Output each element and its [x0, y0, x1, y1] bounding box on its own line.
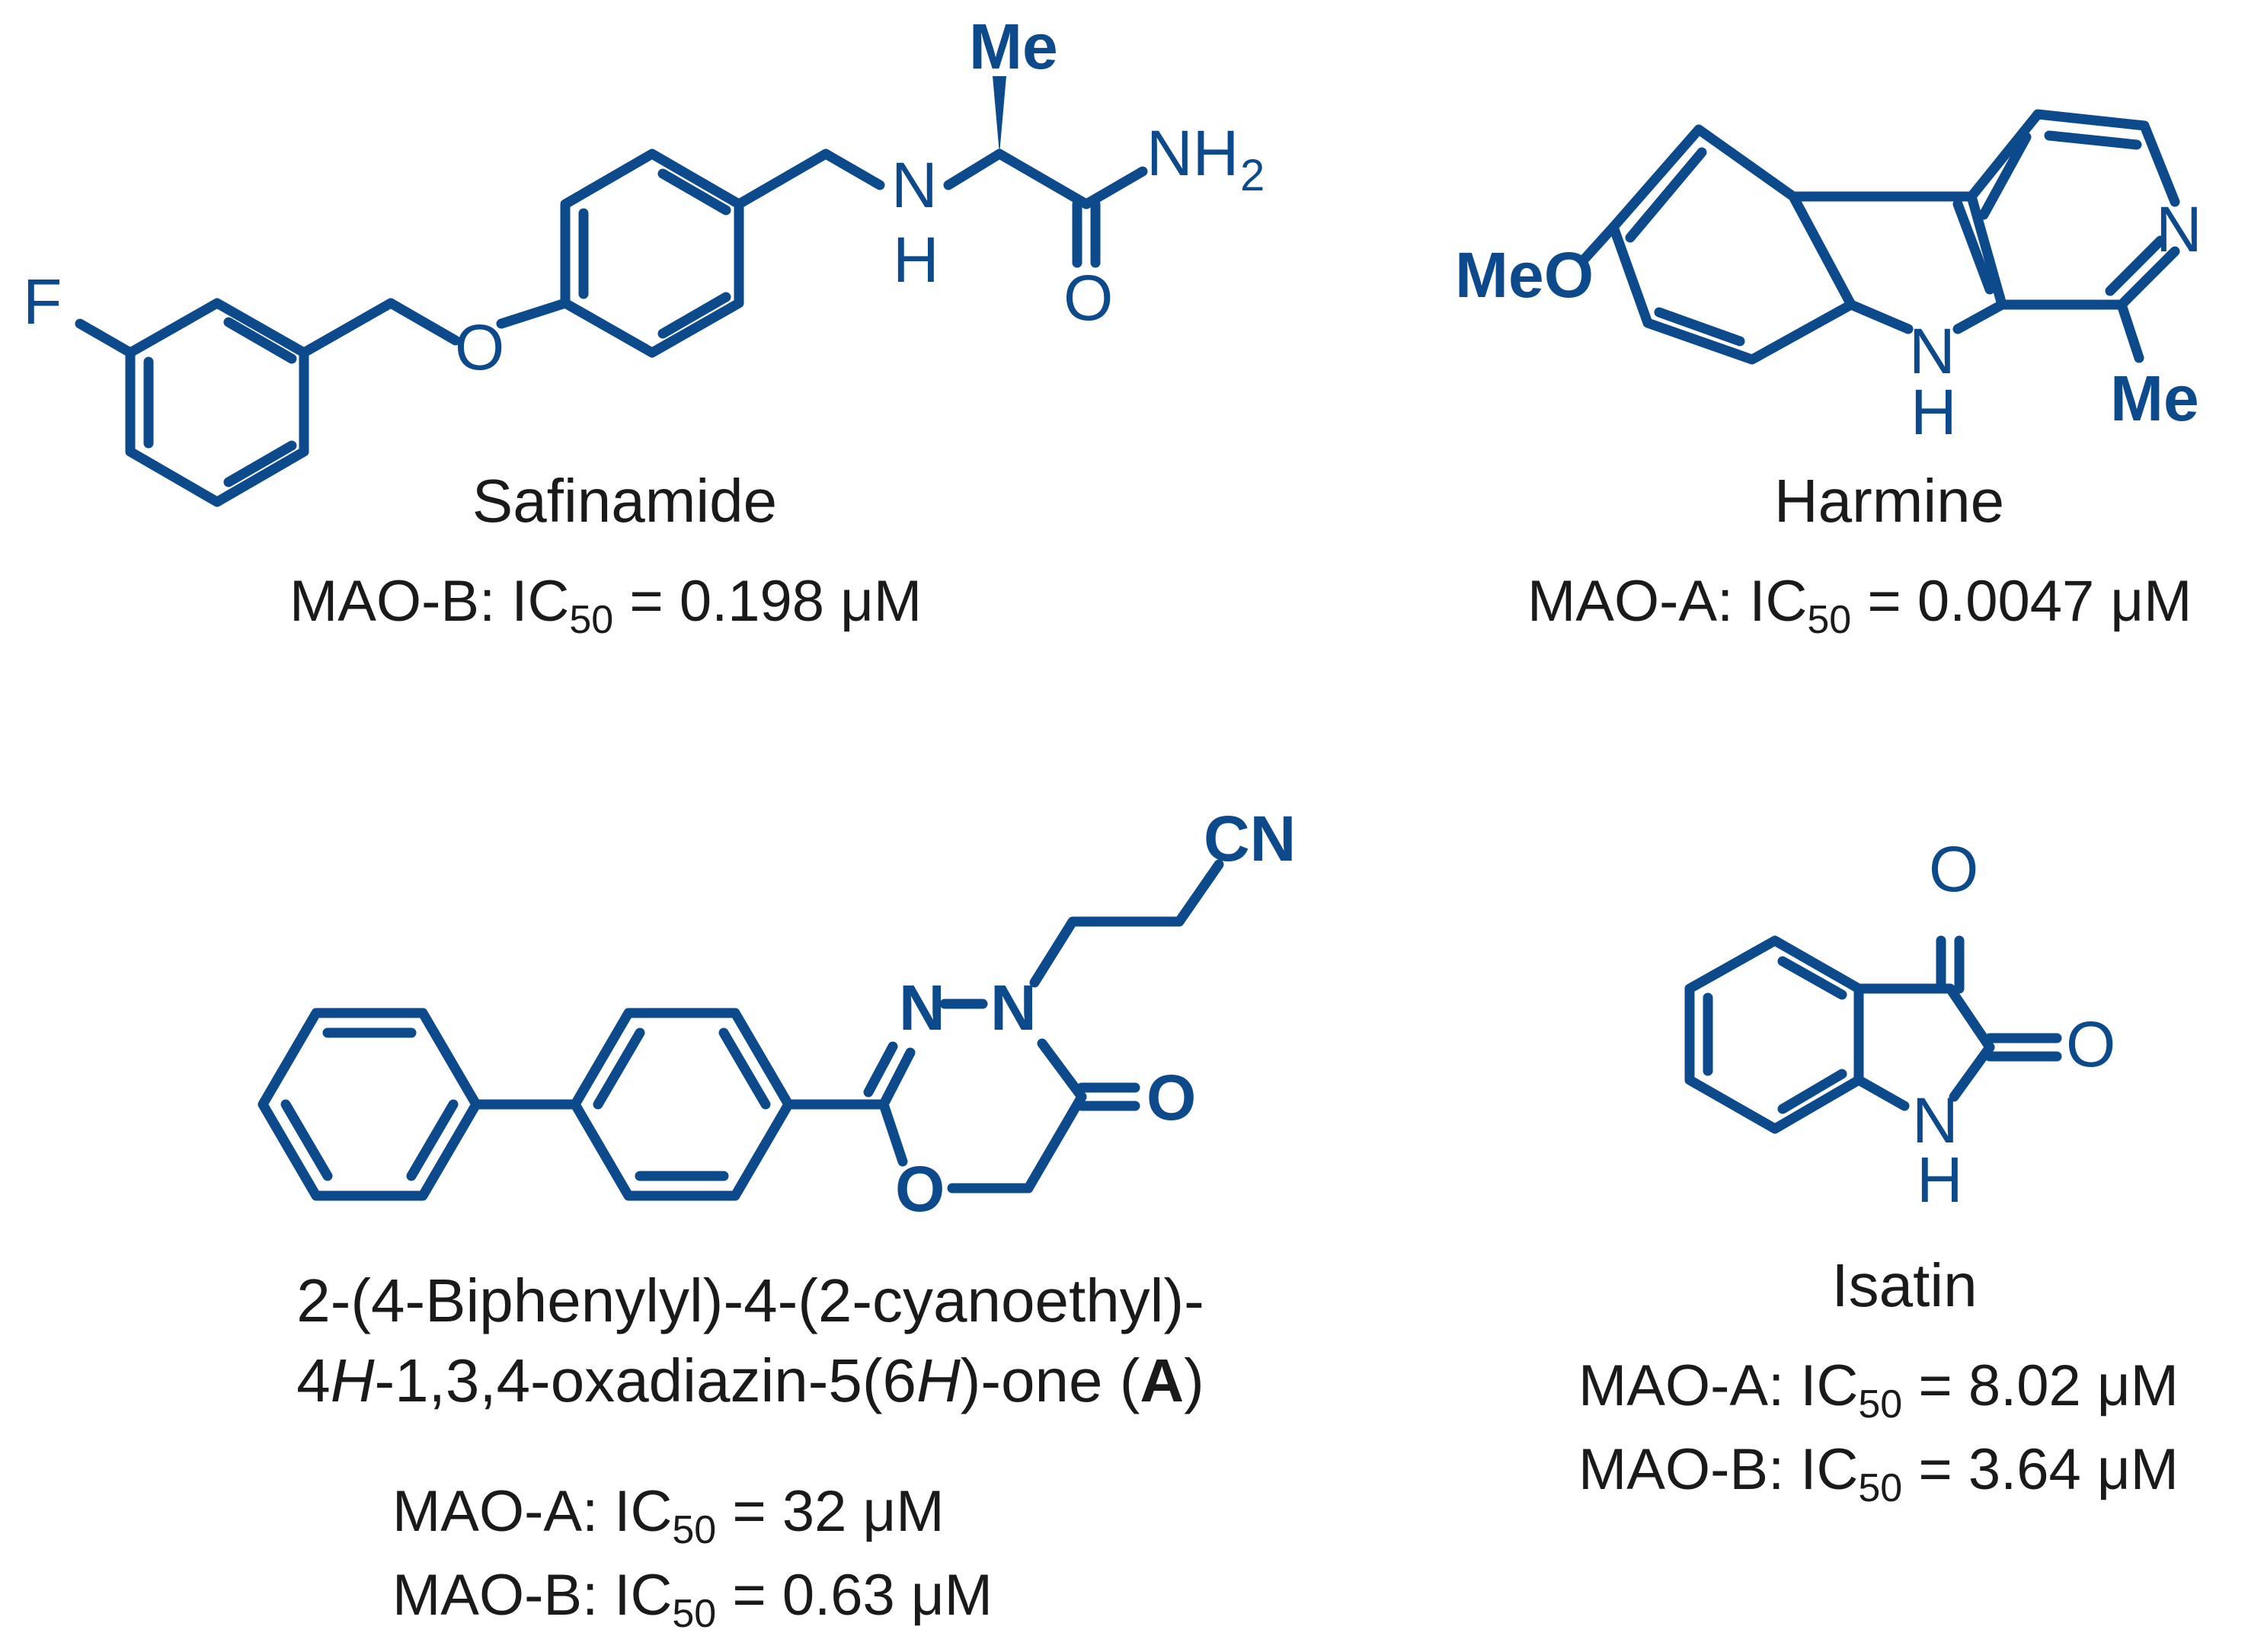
benzyl-bond [734, 149, 831, 209]
co-nh2-bond [1081, 166, 1148, 209]
ch2-o-bond [385, 298, 461, 346]
harmine-pyrrole-ring [1788, 191, 2007, 334]
isatin-ic-prefix-2: : IC [1768, 1437, 1858, 1502]
harmine-ic-value: = 0.0047 μM [1851, 569, 2192, 634]
harmine-indole-n-label: N [1909, 315, 1955, 387]
name-part-c: -1,3,4-oxadiazin-5(6 [374, 1347, 916, 1414]
compound-a-activity-1: MAO-A: IC50 = 32 μM [392, 1479, 945, 1552]
name-part-f: A [1140, 1347, 1184, 1414]
harmine-ic-sub: 50 [1807, 598, 1851, 642]
a-ic-value-1: = 32 μM [716, 1479, 944, 1544]
isatin-name: Isatin [1831, 1251, 1977, 1319]
methyl-label: Me [969, 11, 1058, 82]
phenylene-ring [560, 149, 744, 358]
harmine-indole-h-label: H [1911, 376, 1957, 448]
a-ic-prefix-2: : IC [582, 1563, 672, 1628]
oxadiazinone-ring [863, 999, 1087, 1193]
isatin-ic-value-1: = 8.02 μM [1902, 1353, 2179, 1418]
harmine-ic-prefix: : IC [1717, 569, 1807, 634]
isatin-pyrrole-ring [1853, 983, 1995, 1111]
name-part-e: )-one ( [961, 1347, 1140, 1414]
safinamide-structure: F O N H Me NH 2 O [23, 11, 1265, 507]
harmine-methyl-label: Me [2110, 363, 2199, 434]
a-ic-sub-1: 50 [672, 1508, 716, 1552]
amine-h-label: H [893, 224, 939, 296]
safinamide-name: Safinamide [472, 467, 777, 535]
f-bond [75, 318, 136, 358]
isatin-ic-prefix-1: : IC [1768, 1353, 1858, 1418]
isatin-activity-2: MAO-B: IC50 = 3.64 μM [1578, 1437, 2179, 1510]
a-enzyme-1: MAO-A [392, 1479, 582, 1544]
safinamide-enzyme: MAO-B [289, 569, 479, 634]
name-part-d: H [916, 1347, 961, 1414]
ring-n2-label: N [990, 972, 1037, 1043]
harmine-activity-1: MAO-A: IC50 = 0.0047 μM [1527, 569, 2192, 642]
isatin-enzyme-2: MAO-B [1578, 1437, 1768, 1502]
amide-oxygen-label: O [1063, 262, 1113, 334]
a-enzyme-2: MAO-B [392, 1563, 582, 1628]
compound-a-structure: CN N N O O [257, 803, 1296, 1225]
ether-oxygen-label: O [455, 312, 504, 383]
isatin-enzyme-1: MAO-A [1578, 1353, 1768, 1418]
isatin-h-label: H [1917, 1144, 1963, 1216]
name-part-b: H [331, 1347, 375, 1414]
ch2-bond-1 [299, 298, 396, 358]
safinamide-ic-sub: 50 [569, 598, 613, 642]
nh-ch-bond [943, 149, 1005, 190]
harmine-enzyme: MAO-A [1527, 569, 1717, 634]
isatin-ic-sub-2: 50 [1858, 1466, 1902, 1510]
isatin-c2-oxygen-label: O [2066, 1008, 2115, 1080]
fluorophenyl-ring [125, 298, 309, 507]
isatin-c3-oxygen-label: O [1929, 833, 1978, 905]
harmine-structure: MeO N N H Me [1455, 109, 2202, 448]
isatin-structure: O O N H [1684, 833, 2115, 1216]
isatin-benzo-ring [1684, 935, 1864, 1134]
a-ic-sub-2: 50 [672, 1592, 716, 1636]
isatin-activity-1: MAO-A: IC50 = 8.02 μM [1578, 1353, 2179, 1427]
safinamide-ic-value: = 0.198 μM [613, 569, 922, 634]
harmine-pyridine-ring [1952, 109, 2180, 310]
nitrile-label: CN [1204, 803, 1296, 874]
methoxy-bond [1579, 222, 1619, 264]
compound-a-name-line2: 4H-1,3,4-oxadiazin-5(6H)-one (A) [296, 1347, 1204, 1414]
fluorine-label: F [23, 266, 62, 337]
ch2-nh-bond [820, 149, 885, 190]
o-aryl-bond [496, 298, 571, 329]
c-methyl-bond [2116, 299, 2144, 363]
harmine-name: Harmine [1774, 467, 2004, 535]
a-ic-value-2: = 0.63 μM [716, 1563, 993, 1628]
isatin-n-label: N [1912, 1085, 1959, 1156]
ch-co-bond [994, 149, 1092, 209]
harmine-pyridine-n-label: N [2156, 193, 2202, 265]
safinamide-ic-prefix: : IC [479, 569, 569, 634]
inner-phenyl-ring [570, 1008, 794, 1201]
isatin-ic-sub-1: 50 [1858, 1382, 1902, 1427]
terminal-phenyl-ring [257, 1008, 481, 1201]
compound-a-activity-2: MAO-B: IC50 = 0.63 μM [392, 1563, 993, 1636]
amide-nh2-subscript: 2 [1240, 151, 1265, 200]
harmine-benzo-ring [1608, 124, 1856, 365]
carbonyl-o-label: O [1146, 1062, 1196, 1133]
stereo-wedge [993, 76, 1006, 154]
a-ic-prefix-1: : IC [582, 1479, 672, 1544]
amine-n-label: N [891, 149, 938, 221]
compound-a-name-line1: 2-(4-Biphenylyl)-4-(2-cyanoethyl)- [296, 1267, 1204, 1334]
ring-o-label: O [895, 1153, 945, 1225]
safinamide-activity-1: MAO-B: IC50 = 0.198 μM [289, 569, 922, 642]
amide-nh-label: NH [1146, 117, 1239, 189]
ring-n1-label: N [899, 972, 945, 1043]
isatin-ic-value-2: = 3.64 μM [1902, 1437, 2179, 1502]
name-part-a: 4 [296, 1347, 331, 1414]
name-part-g: ) [1184, 1347, 1204, 1414]
cyanoethyl-chain [1029, 859, 1224, 988]
harmine-methoxy-label: MeO [1455, 239, 1594, 311]
